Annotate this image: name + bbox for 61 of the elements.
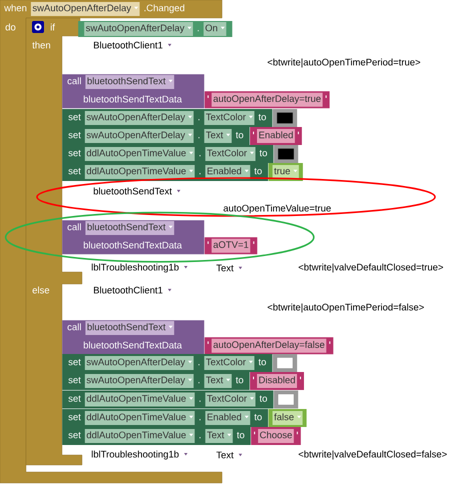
set-block: set ddlAutoOpenTimeValue . Text to Choose bbox=[62, 427, 301, 445]
node-label: . bbox=[198, 137, 200, 138]
set-block: set ddlAutoOpenTimeValue . Enabled to false bbox=[62, 409, 307, 427]
node-label: set bbox=[68, 432, 81, 438]
node-label: to bbox=[258, 359, 266, 366]
node-label: . bbox=[198, 364, 200, 366]
node-label: autoOpenAfterDelay=false bbox=[214, 341, 324, 350]
set-block: set ddlAutoOpenTimeValue . TextColor to bbox=[62, 145, 298, 163]
node-label: set bbox=[68, 377, 81, 384]
node-label: set bbox=[68, 359, 81, 366]
node-label: Choose bbox=[260, 431, 292, 438]
code-text: BluetoothClient1 bbox=[94, 42, 172, 48]
node-label: false bbox=[274, 413, 294, 420]
set-block: set swAutoOpenAfterDelay . Text to Disabled bbox=[62, 372, 304, 390]
node-label: set bbox=[68, 414, 81, 420]
node-label: set bbox=[68, 150, 81, 156]
node-label: Text bbox=[207, 432, 224, 438]
node-label: to bbox=[254, 414, 262, 420]
node-label: ddlAutoOpenTimeValue bbox=[86, 394, 186, 404]
node-label: to bbox=[258, 114, 266, 120]
node-label: set bbox=[68, 168, 81, 174]
node-label: swAutoOpenAfterDelay bbox=[86, 358, 186, 368]
code-text: BluetoothClient1 bbox=[94, 286, 172, 294]
node-label: to bbox=[260, 150, 267, 156]
node-label: set bbox=[68, 132, 81, 138]
node-label: to bbox=[236, 432, 244, 438]
set-block: set swAutoOpenAfterDelay . TextColor to bbox=[62, 109, 298, 127]
node-label: . bbox=[198, 382, 200, 384]
node-label: ddlAutoOpenTimeValue bbox=[86, 149, 186, 158]
node-label: to bbox=[236, 377, 244, 384]
set-block: set swAutoOpenAfterDelay . TextColor to bbox=[62, 354, 298, 372]
call-block: call bluetoothSendText bluetoothSendTextData aOTV=1 bbox=[62, 220, 258, 254]
code-text: <btwrite|valveDefaultClosed=false> bbox=[298, 450, 447, 460]
node-label: swAutoOpenAfterDelay bbox=[86, 376, 186, 386]
node-label: true bbox=[274, 168, 290, 174]
node-label: Disabled bbox=[259, 376, 295, 384]
code-text: <btwrite|autoOpenTimePeriod=true> bbox=[268, 58, 420, 68]
node-label: set bbox=[68, 396, 81, 402]
node-label: autoOpenAfterDelay=true bbox=[214, 95, 321, 104]
node-label: ddlAutoOpenTimeValue bbox=[86, 413, 186, 422]
node-label: set bbox=[68, 114, 81, 120]
node-label: Text bbox=[206, 132, 224, 138]
node-label: Text bbox=[206, 376, 224, 384]
condition-block: swAutoOpenAfterDelay . On bbox=[78, 21, 232, 37]
node-label: to bbox=[236, 132, 244, 138]
highlight-ellipse bbox=[4, 212, 315, 263]
node-label: to bbox=[260, 396, 267, 402]
node-label: swAutoOpenAfterDelay bbox=[86, 131, 186, 140]
node-label: ddlAutoOpenTimeValue bbox=[86, 167, 186, 176]
set-block: set ddlAutoOpenTimeValue . Enabled to true bbox=[62, 163, 303, 181]
node-label: . bbox=[198, 119, 200, 120]
set-block: set ddlAutoOpenTimeValue . TextColor to bbox=[62, 390, 298, 408]
node-label: ddlAutoOpenTimeValue bbox=[86, 431, 186, 440]
code-text: lblTroubleshooting1b bbox=[92, 264, 188, 272]
code-text: <btwrite|valveDefaultClosed=true> bbox=[298, 264, 444, 272]
code-text: lblTroubleshooting1b bbox=[92, 450, 188, 460]
node-label: to bbox=[254, 168, 262, 174]
code-text: <btwrite|autoOpenTimePeriod=false> bbox=[268, 304, 424, 312]
node-label: Enabled bbox=[259, 131, 293, 138]
set-block: set swAutoOpenAfterDelay . Text to Enabled bbox=[62, 127, 302, 145]
node-label: swAutoOpenAfterDelay bbox=[86, 113, 186, 122]
